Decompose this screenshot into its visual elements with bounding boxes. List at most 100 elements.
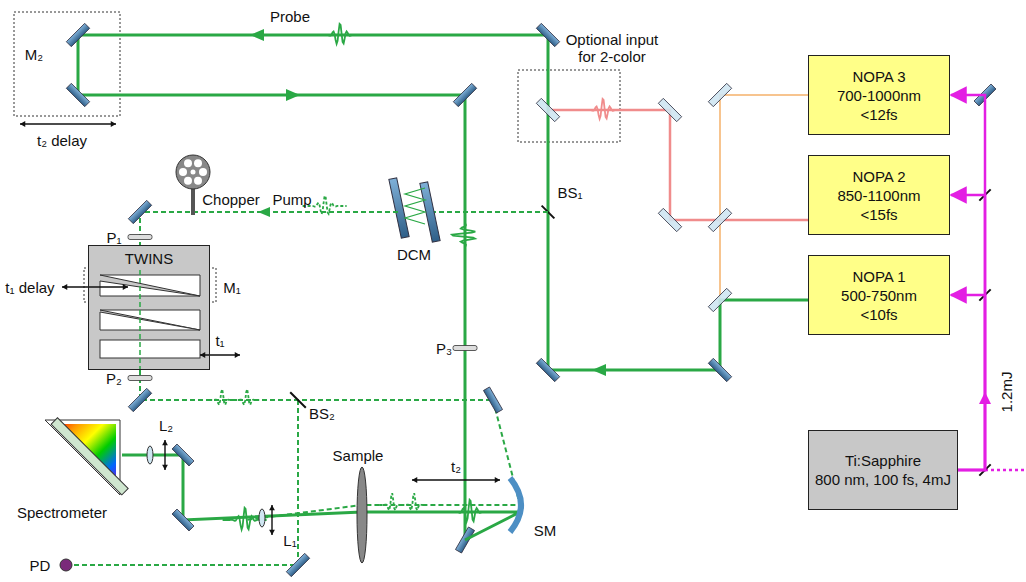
beam-splitter [708, 288, 731, 311]
part-label: t₂ delay [37, 132, 87, 149]
pump-beam [951, 95, 985, 470]
beam-splitter [658, 98, 681, 121]
part-label: Optional input for 2-color [562, 31, 662, 65]
mirror [172, 509, 194, 531]
twins-housing [88, 245, 210, 370]
delay-arrow [162, 440, 168, 470]
part-label: BS₁ [555, 184, 584, 201]
box-text: Ti:Sapphire [845, 451, 921, 470]
lens [259, 509, 265, 527]
pulse-shape [452, 213, 475, 257]
box-text: NOPA 1 [852, 267, 905, 286]
part-label: P₃ [436, 340, 452, 357]
chirped-mirror [389, 178, 409, 238]
part-label: SM [534, 522, 557, 539]
part-label: M₂ [25, 46, 43, 63]
pulse-shape [223, 508, 267, 530]
part-label: BS₂ [307, 405, 337, 422]
box-text: <15fs [860, 205, 897, 224]
pulse-shape [234, 389, 259, 405]
laser-box: Ti:Sapphire800 nm, 100 fs, 4mJ [808, 430, 958, 510]
part-label: L₁ [283, 532, 296, 549]
beam-arrowhead [258, 207, 270, 217]
beam-arrowhead [250, 29, 264, 41]
beam-splitter [290, 392, 306, 408]
part-label: PD [30, 557, 51, 574]
box-text: <12fs [860, 105, 897, 124]
box-text: 800 nm, 100 fs, 4mJ [815, 470, 951, 489]
beam-splitter [708, 83, 731, 106]
dotted-frame [14, 12, 120, 116]
box-text: 700-1000nm [837, 86, 921, 105]
mirror [483, 387, 502, 413]
beam-path [122, 455, 362, 520]
polarizer [128, 376, 152, 381]
box-text: NOPA 2 [852, 167, 905, 186]
wedge-prism [100, 310, 200, 330]
polarizer [453, 346, 477, 351]
polarizer [128, 235, 152, 240]
part-label: L₂ [159, 417, 173, 434]
part-label: 1.2mJ [998, 372, 1015, 413]
part-label: t₁ delay [5, 279, 54, 296]
part-label: t₂ [451, 458, 461, 475]
beam-path [78, 35, 808, 540]
mirror [128, 200, 151, 223]
laser-box: NOPA 1500-750nm<10fs [808, 255, 950, 335]
mirror [536, 358, 559, 381]
pulse-shape [379, 493, 404, 510]
laser-box: NOPA 3700-1000nm<12fs [808, 55, 950, 135]
beam-path [432, 211, 548, 213]
box-text: 850-1100nm [837, 186, 920, 205]
box-text: TWINS [125, 249, 173, 268]
box-text: NOPA 3 [852, 67, 905, 86]
delay-arrow [200, 352, 240, 358]
pump-beam [951, 195, 985, 470]
part-label: DCM [397, 246, 431, 263]
chirped-mirror [420, 182, 440, 242]
mirror [286, 553, 309, 576]
mirror [536, 23, 559, 46]
pulse-shape [401, 493, 426, 510]
mirror [66, 83, 89, 106]
pulse-shape [209, 389, 234, 405]
beam-splitter [536, 98, 559, 121]
part-label: t₁ [215, 332, 224, 349]
part-label: Chopper [202, 191, 260, 208]
part-label: P₁ [106, 229, 121, 246]
lens [147, 446, 153, 464]
wedge-prism [100, 281, 200, 296]
beam-arrowhead [592, 364, 606, 376]
sample-plate [357, 467, 367, 563]
part-label: Probe [270, 8, 310, 25]
mirror [66, 23, 89, 46]
beam-arrowhead [286, 89, 300, 101]
pulse-shape [581, 99, 625, 119]
mirror-bounces [405, 188, 425, 224]
delay-arrow [62, 284, 128, 290]
part-label: Sample [333, 447, 384, 464]
beam-splitter [708, 208, 731, 231]
pulse-shape [448, 500, 492, 522]
beam-path [139, 262, 141, 372]
pulse-shape [318, 24, 362, 44]
delay-arrow [269, 505, 275, 535]
part-label: Spectrometer [17, 504, 107, 521]
beam-path [720, 95, 808, 300]
mirror [708, 358, 731, 381]
beam-path [548, 110, 808, 220]
laser-box: NOPA 2850-1100nm<15fs [808, 155, 950, 235]
beam-splitter [658, 208, 681, 231]
beam-path [362, 512, 520, 540]
box-text: <10fs [860, 305, 897, 324]
delay-arrow [20, 121, 116, 127]
spherical-mirror [510, 478, 521, 532]
wedge-prism [100, 312, 200, 330]
mirror [453, 83, 476, 106]
birefringent-plate [100, 340, 200, 358]
spectrometer-icon [45, 418, 128, 495]
delay-arrow [412, 477, 500, 483]
part-label: Pump [272, 191, 311, 208]
photodiode [60, 559, 72, 571]
